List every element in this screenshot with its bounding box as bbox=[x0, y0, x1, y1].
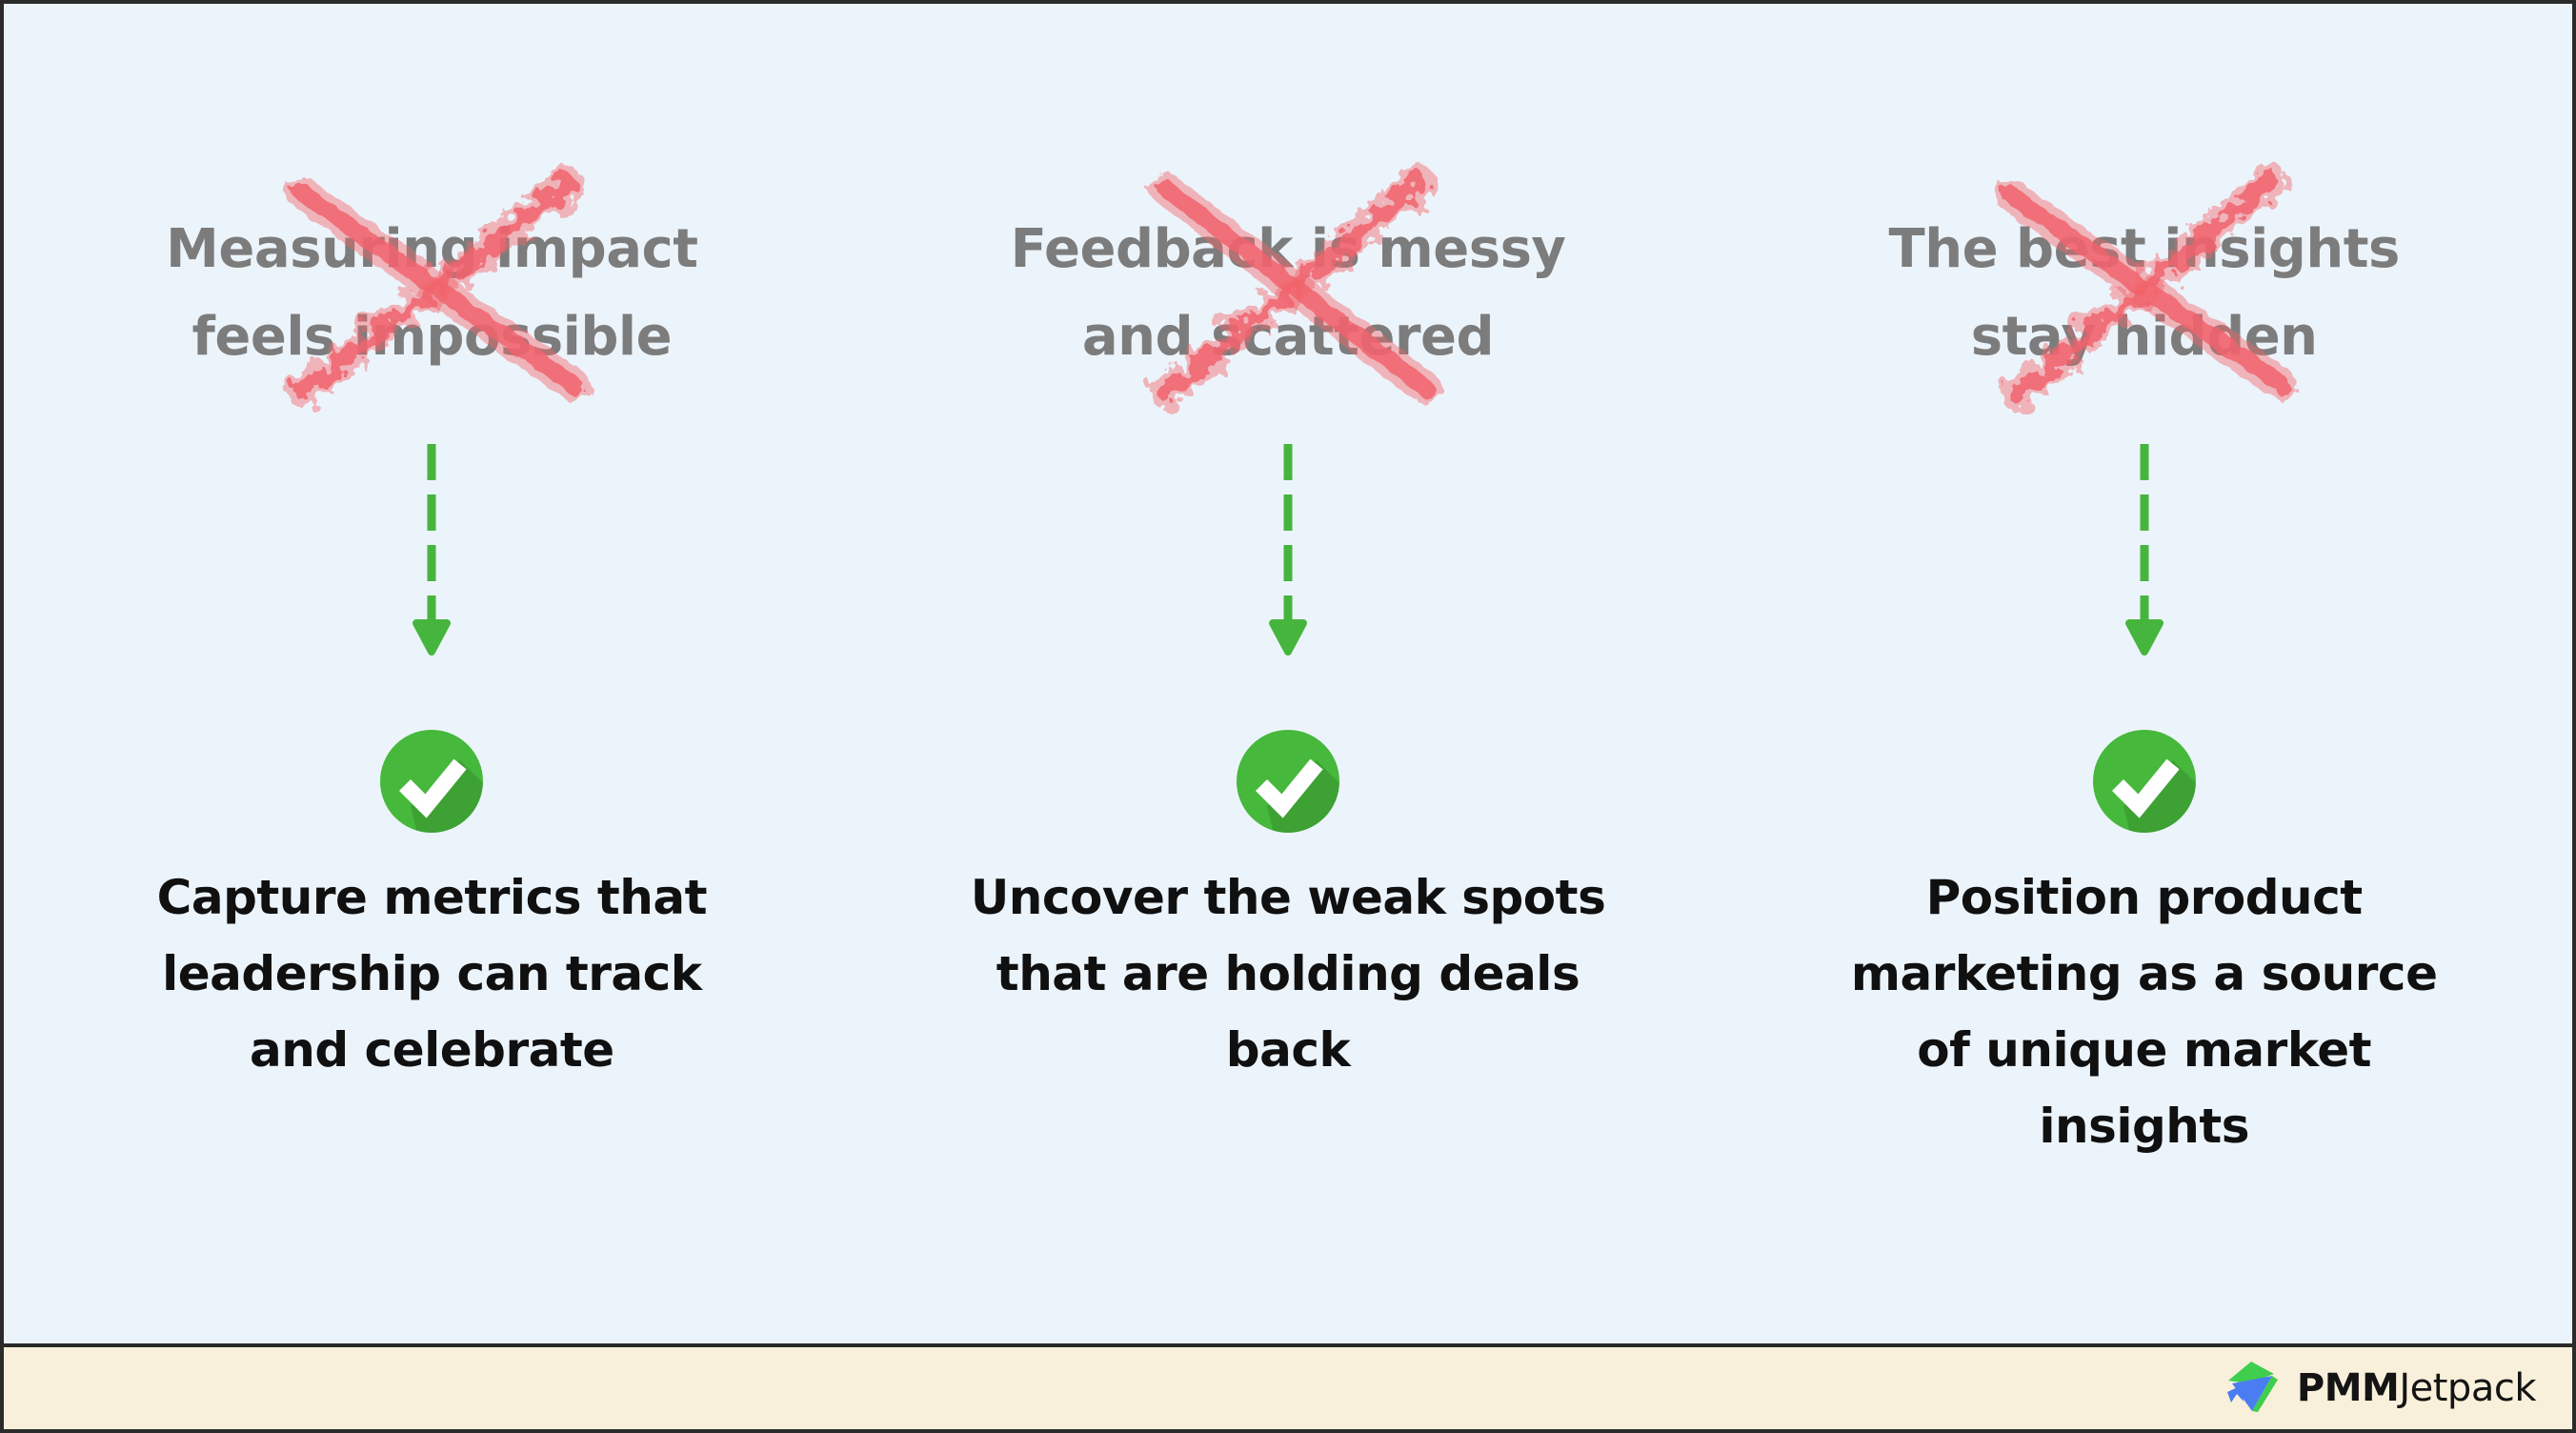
columns-area: Measuring impact feels impossible Captur… bbox=[4, 4, 2572, 1343]
footer-bar: PMMJetpack bbox=[4, 1343, 2572, 1429]
problem-text: The best insights stay hidden bbox=[1888, 218, 2401, 368]
brand-logo: PMMJetpack bbox=[2223, 1358, 2536, 1419]
solution-text: Capture metrics that leadership can trac… bbox=[156, 870, 708, 1078]
brand-name-bold: PMM bbox=[2296, 1366, 2400, 1410]
check-circle-icon bbox=[2092, 730, 2196, 833]
problem-text: Measuring impact feels impossible bbox=[166, 218, 698, 368]
column-insights-hidden: The best insights stay hidden Position p… bbox=[1716, 4, 2572, 1343]
dashed-down-arrow-icon bbox=[2124, 444, 2163, 656]
column-measuring-impact: Measuring impact feels impossible Captur… bbox=[4, 4, 860, 1343]
solution-text: Position product marketing as a source o… bbox=[1850, 870, 2438, 1154]
pmmjetpack-logo-icon bbox=[2226, 1362, 2278, 1412]
dashed-down-arrow-icon bbox=[1269, 444, 1307, 656]
problem-text: Feedback is messy and scattered bbox=[1010, 218, 1566, 368]
check-circle-icon bbox=[1237, 730, 1339, 833]
column-feedback-messy: Feedback is messy and scattered Uncover … bbox=[860, 4, 1717, 1343]
check-circle-icon bbox=[380, 730, 484, 833]
brand-name-regular: Jetpack bbox=[2399, 1366, 2536, 1410]
brand-name: PMMJetpack bbox=[2296, 1366, 2537, 1410]
dashed-down-arrow-icon bbox=[413, 444, 452, 656]
solution-text: Uncover the weak spots that are holding … bbox=[970, 870, 1606, 1078]
